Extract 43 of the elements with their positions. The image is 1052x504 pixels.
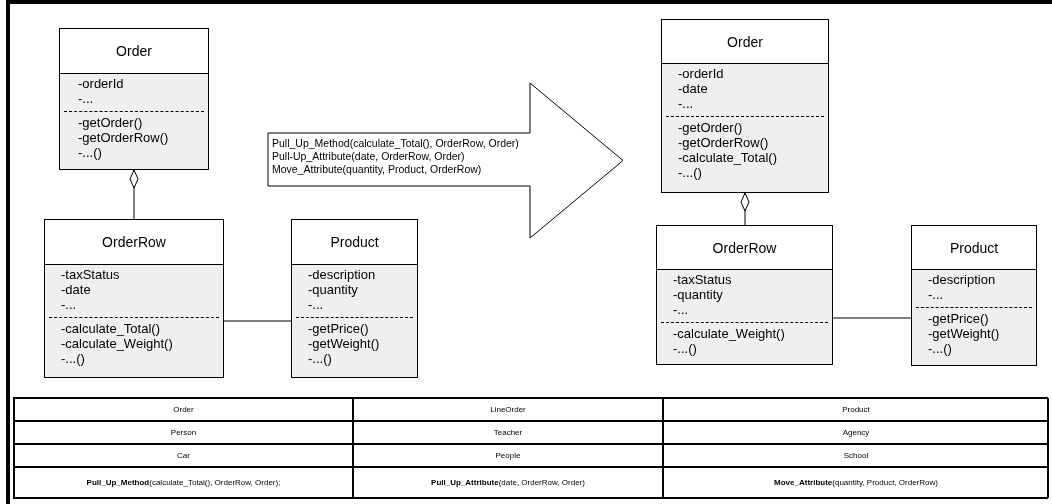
class-name: Product [330, 234, 379, 250]
method-list: -getPrice() -getWeight() -...() [308, 321, 380, 368]
class-name: Order [727, 33, 763, 50]
aggregation-line [740, 192, 750, 226]
method-list: -calculate_Total() -calculate_Weight() -...() [61, 321, 173, 368]
table-cell: Pull_Up_Attribute(date, OrderRow, Order) [353, 467, 663, 498]
refactoring-step: Pull-Up_Attribute(date, OrderRow, Order) [272, 150, 519, 163]
attribute-list: -description -... [928, 272, 996, 304]
table-cell: Car [14, 444, 353, 467]
class-name: OrderRow [712, 239, 777, 256]
attribute-list: -taxStatus -date -... [61, 267, 120, 314]
table-cell: Pull_Up_Method(calculate_Total(), OrderRow, Order); [14, 467, 353, 498]
table-cell: Product [663, 398, 1049, 421]
table-cell: Agency [663, 421, 1049, 444]
method-list: -getPrice() -getWeight() -...() [928, 311, 1000, 358]
class-box [291, 219, 418, 378]
association-line [832, 317, 912, 319]
table-cell: Order [14, 398, 353, 421]
refactoring-step: Move_Attribute(quantity, Product, OrderRow) [272, 163, 519, 176]
association-line [223, 320, 292, 322]
table-cell: School [663, 444, 1049, 467]
class-box [656, 225, 833, 365]
table-cell: Move_Attribute(quantity, Product, OrderRow) [663, 467, 1049, 498]
class-box [911, 225, 1037, 366]
class-box [44, 219, 224, 378]
class-box [661, 19, 829, 193]
refactoring-step: Pull_Up_Method(calculate_Total(), OrderRow, Order) [272, 137, 519, 150]
class-name: OrderRow [102, 234, 166, 250]
method-list: -getOrder() -getOrderRow() -...() [78, 115, 169, 162]
table-cell: Person [14, 421, 353, 444]
class-name: Order [116, 43, 152, 59]
table-cell: People [353, 444, 663, 467]
attribute-list: -orderId -... [78, 76, 124, 108]
attribute-list: -description -quantity -... [308, 267, 376, 314]
aggregation-line [129, 169, 139, 220]
attribute-list: -taxStatus -quantity -... [673, 272, 732, 319]
class-name: Product [949, 239, 999, 256]
method-list: -calculate_Weight() -...() [673, 326, 785, 358]
class-box [59, 28, 209, 170]
attribute-list: -orderId -date -... [678, 66, 724, 113]
table-cell: Teacher [353, 421, 663, 444]
table-cell: LineOrder [353, 398, 663, 421]
method-list: -getOrder() -getOrderRow() -calculate_Total() -...() [678, 120, 777, 182]
